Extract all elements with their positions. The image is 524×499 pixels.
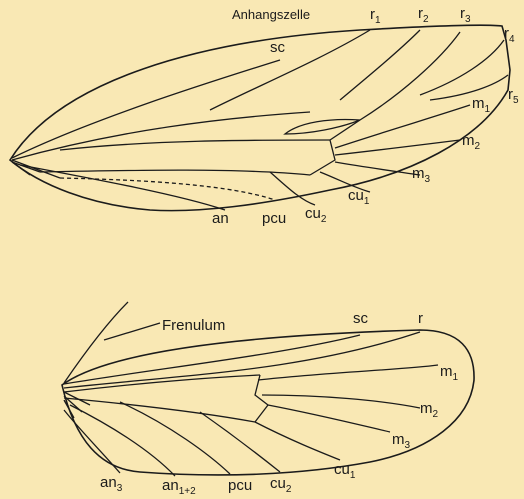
forewing-vein-pcu	[60, 178, 275, 200]
forewing: Anhangszelle sc r1 r2 r3 r4 r5 m1 m2 m3 …	[10, 5, 519, 227]
hindwing-frenulum	[64, 302, 128, 383]
label-fw-r2: r2	[418, 5, 429, 25]
hindwing-vein-m1	[258, 365, 438, 380]
label-hw-sc: sc	[353, 310, 369, 327]
label-hw-m2: m2	[420, 400, 439, 420]
label-hw-an12: an1+2	[162, 477, 196, 497]
label-fw-cu2: cu2	[305, 205, 327, 225]
label-fw-pcu: pcu	[262, 210, 286, 227]
label-fw-m3: m3	[412, 165, 431, 185]
hindwing-vein-cu1	[255, 422, 340, 460]
label-fw-sc: sc	[270, 39, 286, 56]
hindwing: Frenulum sc r m1 m2 m3 cu1 cu2 pcu an1+2…	[62, 302, 474, 497]
forewing-vein-r1	[210, 30, 370, 110]
hindwing-vein-cu-stem	[64, 398, 255, 422]
hindwing-outline	[62, 330, 474, 475]
hindwing-vein-an3	[64, 410, 120, 473]
label-hw-cu1: cu1	[334, 461, 356, 481]
hindwing-vein-cu2	[200, 412, 280, 472]
label-hw-cu2: cu2	[270, 475, 292, 495]
label-fw-r5: r5	[508, 86, 519, 106]
label-hw-m1: m1	[440, 363, 459, 383]
label-fw-m2: m2	[462, 132, 481, 152]
hindwing-vein-m2	[262, 395, 420, 408]
label-hw-pcu: pcu	[228, 477, 252, 494]
forewing-vein-r3	[360, 32, 460, 120]
hindwing-vein-sc	[64, 335, 360, 384]
forewing-outline	[10, 25, 510, 210]
label-anhangszelle: Anhangszelle	[232, 7, 310, 22]
forewing-vein-cu-stem	[40, 170, 310, 175]
label-frenulum: Frenulum	[162, 317, 225, 334]
label-hw-an3: an3	[100, 474, 123, 494]
hindwing-vein-m3	[268, 405, 390, 432]
forewing-vein-r-stem	[12, 112, 310, 160]
label-fw-cu1: cu1	[348, 187, 370, 207]
forewing-cell-upper	[60, 140, 330, 150]
forewing-vein-base-fan	[12, 160, 60, 178]
label-fw-an: an	[212, 210, 229, 227]
forewing-vein-r5	[430, 75, 508, 100]
frenulum-pointer	[104, 323, 160, 340]
hindwing-vein-pcu	[120, 402, 230, 474]
label-fw-r3: r3	[460, 5, 471, 25]
label-fw-r1: r1	[370, 6, 381, 26]
forewing-vein-r4	[420, 40, 504, 95]
hindwing-discal-cell	[255, 375, 268, 422]
hindwing-vein-m-stem	[64, 375, 260, 392]
label-hw-r: r	[418, 310, 423, 327]
label-fw-m1: m1	[472, 95, 491, 115]
label-hw-m3: m3	[392, 431, 411, 451]
